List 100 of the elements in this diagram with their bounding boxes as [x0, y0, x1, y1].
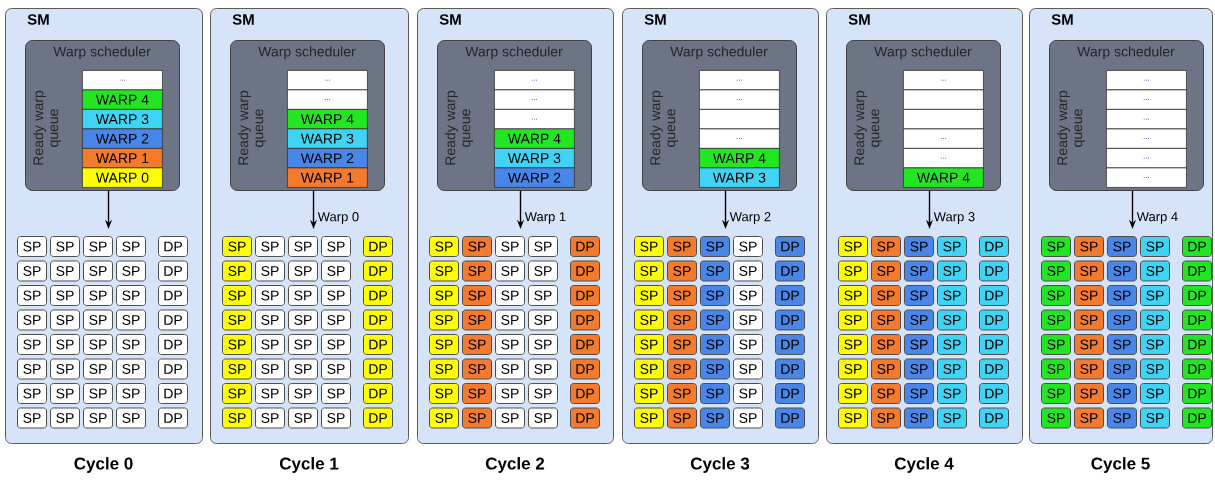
queue-slot: WARP 2 [287, 148, 368, 169]
queue-slot: ... [494, 109, 575, 130]
dp-core-box: DP [363, 334, 393, 355]
sp-core-box: SP [462, 383, 492, 404]
sp-core-box: SP [495, 383, 525, 404]
sp-core-box: SP [1074, 407, 1104, 429]
cycle-label: Cycle 3 [690, 457, 750, 473]
sp-core-box: SP [667, 236, 697, 257]
sp-core-box: SP [222, 260, 252, 282]
dp-core-box: DP [158, 260, 188, 282]
dp-core-box: DP [570, 260, 600, 282]
sp-core-box: SP [733, 407, 763, 429]
sp-core-box: SP [288, 407, 318, 429]
sp-core-box: SP [904, 358, 934, 380]
queue-slot: WARP 4 [699, 148, 780, 169]
sp-core-box: SP [733, 383, 763, 404]
sp-core-box: SP [1140, 407, 1170, 429]
dp-core-box: DP [775, 383, 805, 404]
sp-core-box: SP [937, 309, 967, 331]
queue-slot: WARP 4 [903, 167, 984, 188]
sp-core-box: SP [1107, 334, 1137, 355]
sp-core-box: SP [17, 309, 47, 331]
sp-core-box: SP [255, 309, 285, 331]
sp-core-box: SP [495, 309, 525, 331]
sp-core-box: SP [904, 260, 934, 282]
sp-core-box: SP [462, 407, 492, 429]
sp-core-box: SP [634, 358, 664, 380]
sp-core-box: SP [462, 236, 492, 257]
sp-core-box: SP [50, 383, 80, 404]
cycle-label: Cycle 1 [279, 457, 339, 473]
sp-core-box: SP [116, 236, 146, 257]
dp-core-box: DP [570, 383, 600, 404]
dp-core-box: DP [158, 309, 188, 331]
queue-slot: WARP 2 [82, 128, 163, 149]
sp-core-box: SP [700, 236, 730, 257]
sp-core-box: SP [838, 260, 868, 282]
queue-slot: WARP 4 [494, 128, 575, 149]
sp-core-box: SP [700, 383, 730, 404]
sp-core-box: SP [634, 334, 664, 355]
queue-slot: ... [1106, 167, 1187, 188]
sp-core-box: SP [1074, 358, 1104, 380]
sp-core-box: SP [1107, 407, 1137, 429]
sp-core-box: SP [838, 334, 868, 355]
sp-core-box: SP [50, 309, 80, 331]
sp-core-box: SP [116, 309, 146, 331]
dp-core-box: DP [775, 285, 805, 306]
dp-core-box: DP [979, 334, 1009, 355]
empty-queue-slot [699, 109, 780, 130]
sp-core-box: SP [495, 285, 525, 306]
sp-core-box: SP [634, 309, 664, 331]
sp-core-box: SP [700, 260, 730, 282]
dp-core-box: DP [363, 383, 393, 404]
sp-core-box: SP [904, 309, 934, 331]
sp-core-box: SP [1074, 236, 1104, 257]
queue-slot: WARP 3 [699, 167, 780, 188]
sp-core-box: SP [1041, 260, 1071, 282]
sp-core-box: SP [528, 358, 558, 380]
dp-core-box: DP [1182, 358, 1212, 380]
dp-core-box: DP [363, 236, 393, 257]
sp-core-box: SP [700, 309, 730, 331]
sp-core-box: SP [700, 358, 730, 380]
sp-core-box: SP [321, 236, 351, 257]
sp-core-box: SP [528, 260, 558, 282]
dp-core-box: DP [570, 334, 600, 355]
sp-core-box: SP [17, 383, 47, 404]
sp-core-box: SP [321, 309, 351, 331]
dp-core-box: DP [979, 285, 1009, 306]
dp-core-box: DP [979, 260, 1009, 282]
dp-core-box: DP [775, 407, 805, 429]
dp-core-box: DP [979, 236, 1009, 257]
sp-core-box: SP [838, 358, 868, 380]
sp-core-box: SP [83, 236, 113, 257]
sp-core-box: SP [321, 260, 351, 282]
sp-core-box: SP [83, 407, 113, 429]
sp-core-box: SP [288, 383, 318, 404]
queue-slot: ... [287, 89, 368, 110]
dp-core-box: DP [363, 358, 393, 380]
sp-core-box: SP [871, 236, 901, 257]
sp-core-box: SP [17, 236, 47, 257]
sp-core-box: SP [222, 309, 252, 331]
sp-core-box: SP [1041, 383, 1071, 404]
queue-slot: ... [1106, 128, 1187, 149]
queue-slot: ... [494, 70, 575, 91]
sp-core-box: SP [1074, 334, 1104, 355]
sp-core-box: SP [904, 334, 934, 355]
sp-core-box: SP [733, 260, 763, 282]
sp-core-box: SP [1074, 260, 1104, 282]
queue-slot: WARP 4 [287, 109, 368, 130]
sp-core-box: SP [667, 285, 697, 306]
dp-core-box: DP [775, 236, 805, 257]
sp-core-box: SP [50, 334, 80, 355]
cycle-label: Cycle 4 [894, 457, 954, 473]
sp-core-box: SP [222, 358, 252, 380]
sp-core-box: SP [495, 358, 525, 380]
queue-slot: WARP 1 [287, 167, 368, 188]
sp-core-box: SP [116, 358, 146, 380]
sp-core-box: SP [1041, 309, 1071, 331]
sp-core-box: SP [429, 260, 459, 282]
edge-label: Warp 2 [729, 212, 771, 224]
sp-core-box: SP [1140, 260, 1170, 282]
